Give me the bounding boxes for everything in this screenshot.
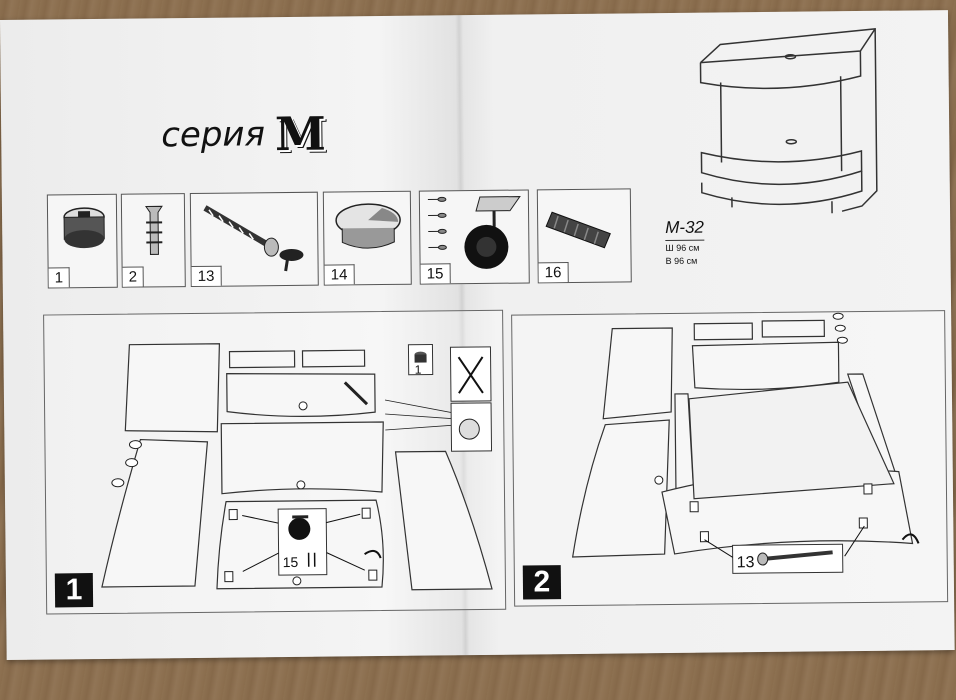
- step-1-badge: 1: [54, 573, 94, 608]
- parts-list: 1 2 13 14: [46, 188, 632, 295]
- caster-wheel-icon: [427, 196, 521, 269]
- part-number: 2: [122, 266, 145, 287]
- part-16: 16: [536, 188, 632, 284]
- part-number: 13: [191, 265, 222, 287]
- tv-stand-illustration: [699, 28, 878, 214]
- cable-grommet-icon: [335, 203, 401, 249]
- step-2-panel: 13 2: [511, 310, 949, 607]
- part-2: 2: [120, 193, 186, 288]
- step-1-diagram: 1 15: [101, 343, 493, 591]
- part-number: 14: [324, 264, 355, 285]
- model-info: М-32 Ш 96 см В 96 см: [665, 217, 705, 267]
- series-logo: M: [274, 106, 325, 162]
- model-name: М-32: [665, 217, 705, 242]
- part-number: 16: [538, 262, 569, 283]
- instruction-sheet: серия M 1: [0, 10, 955, 660]
- step-1-panel: 1 15 1: [43, 309, 507, 615]
- part-number: 15: [420, 263, 451, 284]
- step-2-badge: 2: [522, 565, 562, 600]
- part-number: 1: [48, 267, 71, 288]
- dowel-pin-icon: [145, 205, 163, 255]
- wooden-dowel-icon: [545, 211, 611, 249]
- model-width: Ш 96 см: [665, 242, 700, 254]
- part-15: 15: [418, 189, 530, 285]
- series-label: серия: [161, 114, 266, 156]
- part-13: 13: [189, 191, 319, 288]
- step-1-callout-1: 1: [415, 363, 422, 377]
- model-height: В 96 см: [665, 255, 698, 267]
- step-2-diagram: 13: [571, 312, 920, 574]
- screw-with-cap-icon: [203, 205, 304, 272]
- series-heading: серия M: [161, 107, 324, 163]
- part-14: 14: [322, 190, 412, 286]
- part-1: 1: [46, 193, 118, 289]
- step-1-callout-15: 15: [283, 554, 299, 570]
- cam-lock-icon: [63, 207, 105, 249]
- step-2-callout-13: 13: [737, 554, 755, 571]
